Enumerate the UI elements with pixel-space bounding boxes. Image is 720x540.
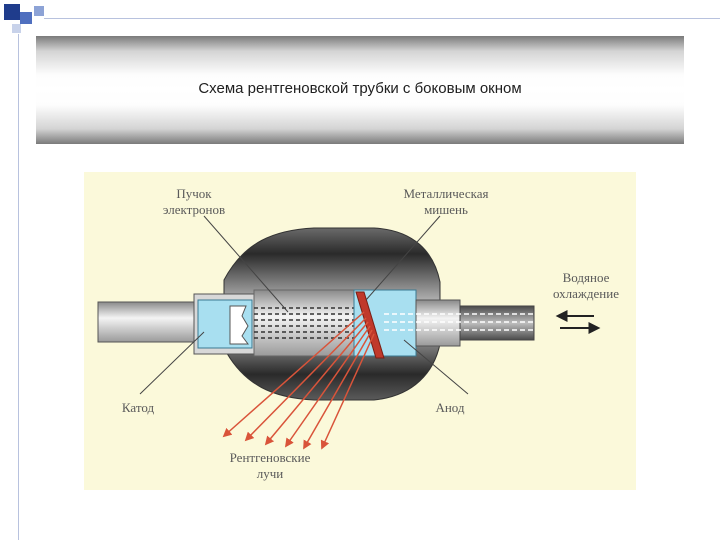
cathode-leader (139, 331, 205, 395)
label-xray-2: лучи (257, 466, 284, 481)
cooling-pipe (459, 305, 535, 341)
cathode-filament (229, 305, 249, 345)
electron-beam (254, 307, 370, 339)
label-cooling-1: Водяное (563, 270, 610, 285)
anode-housing (415, 299, 461, 347)
anode-leader (403, 339, 469, 395)
label-xray-1: Рентгеновские (230, 450, 311, 465)
target-leader (365, 215, 441, 301)
label-target-1: Металлическая (403, 186, 488, 201)
beam-leader (203, 215, 289, 313)
cathode-tube (97, 301, 199, 343)
cooling-dashes (384, 313, 534, 331)
xray-tube-figure: Пучок электронов Металлическая мишень Во… (84, 172, 636, 490)
decor-line-top (44, 18, 720, 19)
slide-title: Схема рентгеновской трубки с боковым окн… (198, 80, 522, 97)
title-banner: Схема рентгеновской трубки с боковым окн… (36, 36, 684, 144)
decor-line-left (18, 34, 19, 540)
xray-tube-diagram: Пучок электронов Металлическая мишень Во… (97, 186, 619, 481)
inner-neck (253, 289, 365, 357)
label-beam-2: электронов (163, 202, 225, 217)
label-beam-1: Пучок (176, 186, 212, 201)
decor-square-3 (34, 6, 44, 16)
label-anode: Анод (435, 400, 464, 415)
xray-arrows (222, 311, 375, 450)
label-cooling-2: охлаждение (553, 286, 619, 301)
label-target-2: мишень (424, 202, 468, 217)
decor-square-4 (12, 24, 21, 33)
label-cathode: Катод (122, 400, 155, 415)
decor-square-2 (20, 12, 32, 24)
decor-square-1 (4, 4, 20, 20)
